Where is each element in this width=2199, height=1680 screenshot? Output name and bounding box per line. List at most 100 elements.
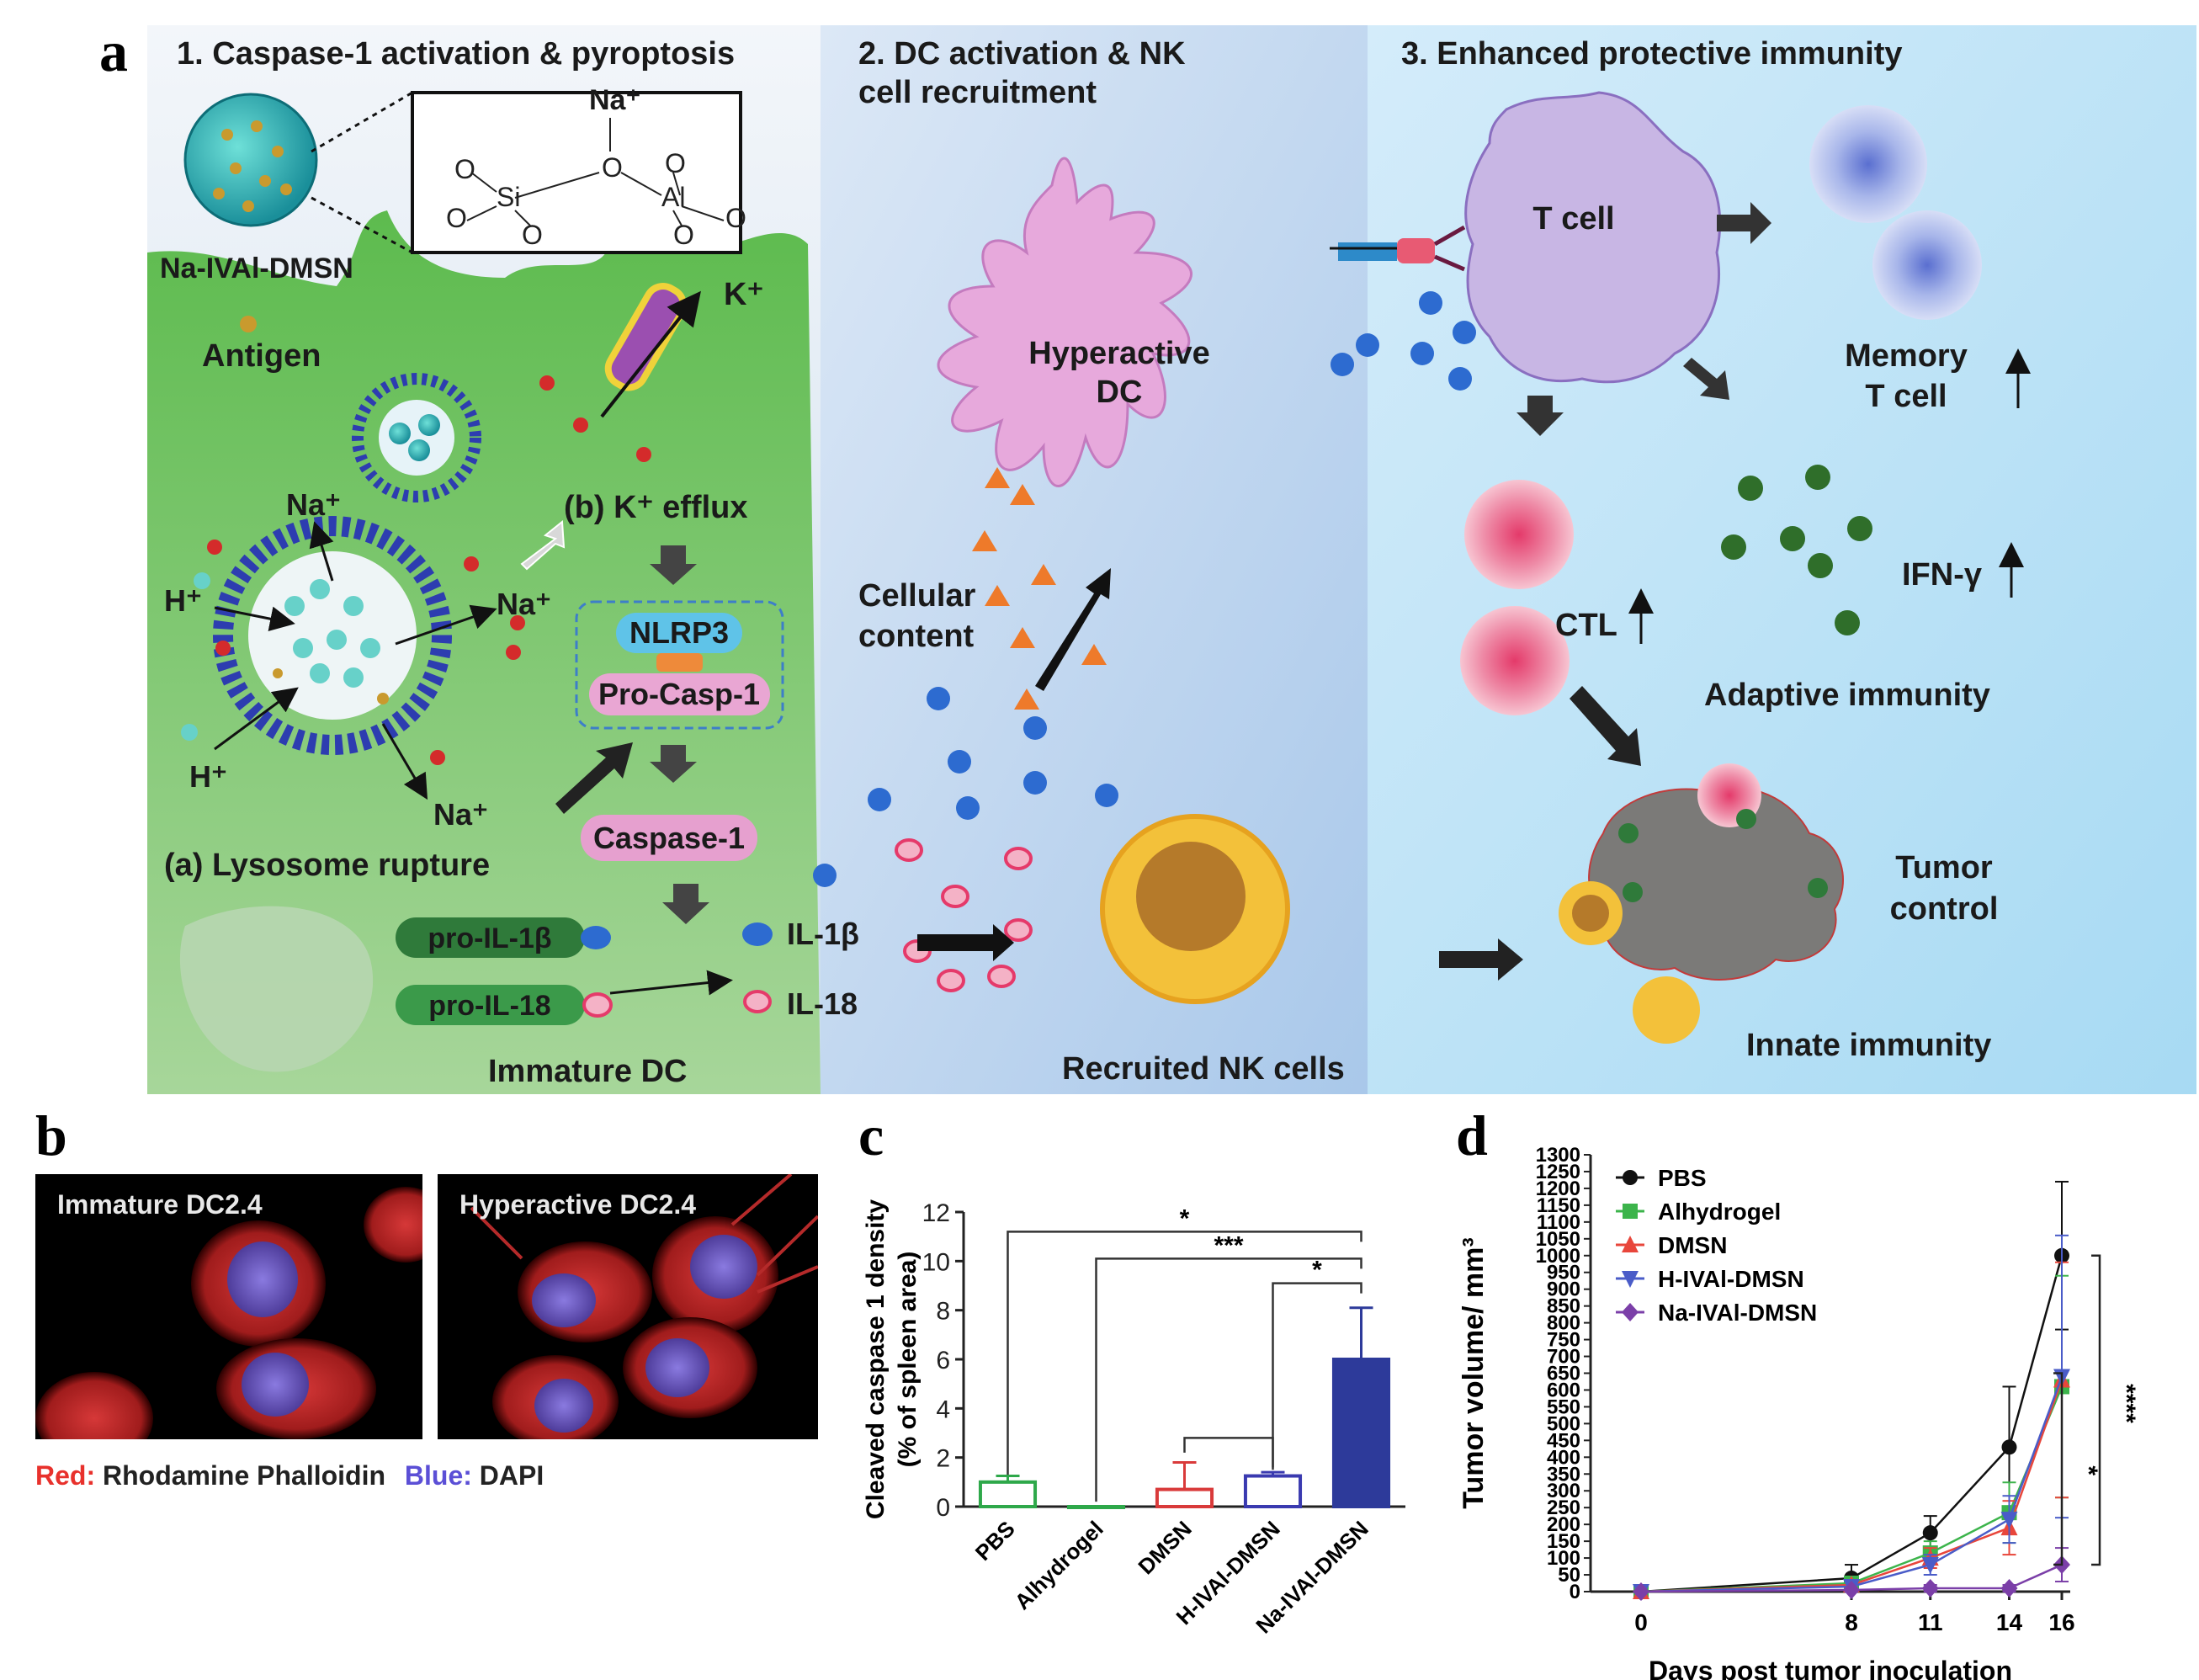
d-legend-item: Na-IVAl-DMSN xyxy=(1616,1300,1817,1326)
panel-letter-c: c xyxy=(858,1103,884,1167)
section2-title-line1: 2. DC activation & NK xyxy=(858,36,1186,72)
svg-text:O: O xyxy=(522,220,543,250)
caspase1-pill xyxy=(581,815,757,861)
k-channel-icon xyxy=(604,283,688,391)
d-significance-label: * xyxy=(2074,1465,2102,1475)
cellular-content-triangles xyxy=(972,467,1107,710)
c-bar xyxy=(1243,1474,1303,1508)
d-legend-item: PBS xyxy=(1616,1165,1707,1191)
d-y-tick-label: 150 xyxy=(1547,1530,1580,1553)
panel-letter-d: d xyxy=(1456,1103,1488,1167)
recruited-nk-label: Recruited NK cells xyxy=(1062,1051,1345,1087)
micrograph-hyperactive: Hyperactive DC2.4 xyxy=(438,1174,818,1439)
c-bar xyxy=(1155,1487,1214,1509)
c-y-tick-label: 2 xyxy=(936,1445,950,1473)
na-label-bottom: Na⁺ xyxy=(433,797,488,832)
svg-text:O: O xyxy=(665,148,686,178)
d-y-tick-label: 1300 xyxy=(1536,1144,1580,1167)
d-ylabel: Tumor volume/ mm³ xyxy=(1458,1237,1490,1508)
hyperactive-dc-cell xyxy=(937,157,1192,487)
d-x-tick-label: 16 xyxy=(2048,1609,2074,1635)
d-y-tick-label: 1000 xyxy=(1536,1245,1580,1268)
immature-dc-label: Immature DC xyxy=(488,1054,688,1089)
chart-d: 0501001502002503003504004505005506006507… xyxy=(1458,1144,2140,1680)
svg-text:O: O xyxy=(446,203,467,233)
h-label-bottom: H⁺ xyxy=(189,759,227,794)
d-legend-item: DMSN xyxy=(1616,1232,1727,1258)
innate-immunity-label: Innate immunity xyxy=(1746,1028,1991,1063)
nucleus-shape xyxy=(179,906,374,1072)
c-y-tick-label: 4 xyxy=(936,1396,950,1423)
pro-casp1-pill xyxy=(589,673,770,715)
d-point-marker xyxy=(1921,1579,1939,1598)
pro-casp1-label: Pro-Casp-1 xyxy=(598,677,760,711)
cellular-content-line2: content xyxy=(858,619,975,654)
t-cell-icon xyxy=(1464,91,1722,384)
d-y-tick-label: 1050 xyxy=(1536,1228,1580,1251)
k-efflux-label: (b) K⁺ efflux xyxy=(564,490,747,525)
nlrp3-label: NLRP3 xyxy=(629,615,729,650)
c-group-bracket xyxy=(1183,1437,1274,1468)
endosome-icon xyxy=(352,373,481,502)
c-bar xyxy=(1331,1358,1391,1508)
d-point-marker xyxy=(1922,1525,1938,1541)
pro-il1b-pill xyxy=(396,917,585,958)
h-label-top: H⁺ xyxy=(164,583,202,618)
c-significance-bracket xyxy=(1095,1257,1362,1502)
panel-letter-b: b xyxy=(35,1103,67,1167)
antigen-label: Antigen xyxy=(202,338,321,374)
micrograph-immature: Immature DC2.4 xyxy=(35,1174,422,1439)
t-cell-label: T cell xyxy=(1532,201,1614,237)
c-category-label: DMSN xyxy=(1133,1516,1196,1579)
tumor-control-line1: Tumor xyxy=(1895,850,1993,885)
c-category-label: PBS xyxy=(970,1516,1020,1566)
d-series-line xyxy=(1640,1376,2064,1593)
hyperactive-dc-line2: DC xyxy=(1097,375,1143,410)
c-y-tick-label: 0 xyxy=(936,1494,950,1522)
c-bar xyxy=(978,1480,1038,1509)
pro-il18-pill xyxy=(396,985,585,1025)
memory-label-line1: Memory xyxy=(1845,338,1968,374)
cellular-content-line1: Cellular xyxy=(858,578,976,614)
c-ylabel-line2: (% of spleen area) xyxy=(894,1252,922,1468)
d-x-tick-label: 14 xyxy=(1996,1609,2023,1635)
d-y-tick-label: 950 xyxy=(1547,1262,1580,1284)
d-point-marker xyxy=(1622,1271,1639,1288)
d-y-tick-label: 250 xyxy=(1547,1497,1580,1519)
d-y-tick-label: 900 xyxy=(1547,1279,1580,1301)
d-point-marker xyxy=(2000,1512,2018,1529)
d-y-tick-label: 300 xyxy=(1547,1480,1580,1502)
ctl-label: CTL xyxy=(1555,608,1617,643)
d-y-tick-label: 1250 xyxy=(1536,1161,1580,1183)
d-legend-item: Alhydrogel xyxy=(1616,1199,1781,1225)
d-point-marker xyxy=(1921,1557,1939,1575)
immature-dc-shape xyxy=(147,210,821,1094)
d-xlabel: Days post tumor inoculation xyxy=(1649,1656,2012,1680)
c-y-tick-label: 12 xyxy=(922,1199,950,1227)
panel-letter-a: a xyxy=(99,19,128,83)
d-legend-label: PBS xyxy=(1658,1165,1707,1191)
ctl-icon-1 xyxy=(1464,480,1574,589)
d-point-marker xyxy=(1633,1582,1649,1601)
c-significance-bracket xyxy=(1272,1282,1362,1470)
d-legend-label: Alhydrogel xyxy=(1658,1199,1781,1225)
d-series-line xyxy=(1640,1380,2064,1593)
svg-text:O: O xyxy=(673,220,694,250)
d-y-tick-label: 400 xyxy=(1547,1446,1580,1469)
micro-right-caption: Hyperactive DC2.4 xyxy=(459,1189,697,1220)
d-point-marker xyxy=(1623,1170,1638,1185)
adaptive-immunity-label: Adaptive immunity xyxy=(1704,678,1990,713)
d-significance-bracket xyxy=(2053,1372,2064,1566)
d-y-tick-label: 1200 xyxy=(1536,1178,1580,1200)
d-point-marker xyxy=(2001,1439,2017,1455)
legend-blue-key: Blue: xyxy=(404,1460,472,1491)
d-point-marker xyxy=(1843,1581,1860,1600)
d-y-tick-label: 1100 xyxy=(1537,1211,1580,1234)
d-y-tick-label: 800 xyxy=(1547,1312,1580,1335)
memory-t-cell-icon-1 xyxy=(1809,105,1927,223)
d-point-marker xyxy=(1622,1236,1639,1252)
hyperactive-dc-line1: Hyperactive xyxy=(1028,336,1209,371)
d-y-tick-label: 0 xyxy=(1570,1581,1580,1603)
d-y-tick-label: 500 xyxy=(1547,1412,1580,1435)
